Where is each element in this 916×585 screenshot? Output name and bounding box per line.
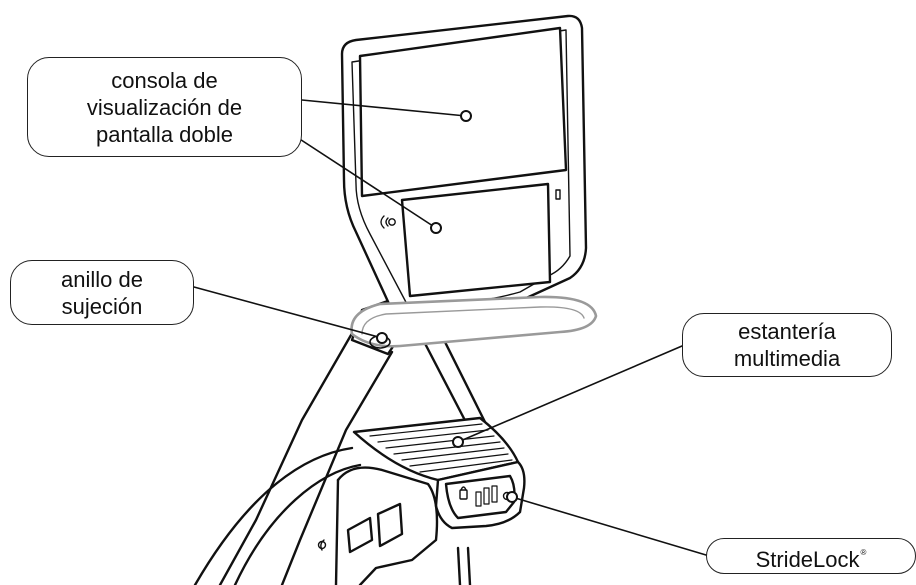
shelf-callout: estantería multimedia [682,313,892,377]
ring-label: anillo de sujeción [61,266,143,319]
leader-lines [193,99,707,556]
callout-dots [376,110,518,503]
ring-callout: anillo de sujeción [10,260,194,325]
registered-mark: ® [860,548,867,557]
side-handle [317,466,439,585]
stridelock-callout: StrideLock® [706,538,916,574]
grab-ring [350,295,598,349]
shelf-label: estantería multimedia [733,319,841,371]
stridelock-label: StrideLock® [755,547,867,572]
console-callout: consola de visualización de pantalla dob… [27,57,302,157]
console-label: consola de visualización de pantalla dob… [86,67,243,147]
console-housing [340,14,588,318]
stridelock-panel [444,474,516,520]
